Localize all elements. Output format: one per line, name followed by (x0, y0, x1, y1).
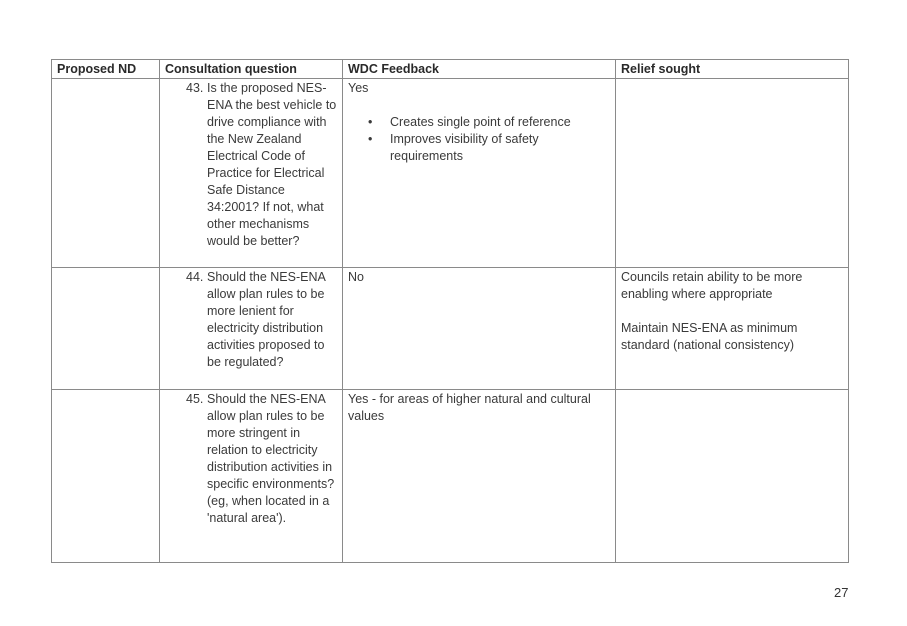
feedback-text: Yes - for areas of higher natural and cu… (348, 392, 591, 423)
proposed-nd-cell (51, 78, 160, 268)
question-cell: 45. Should the NES-ENA allow plan rules … (159, 389, 343, 563)
relief-cell (615, 78, 849, 268)
relief-text: Maintain NES-ENA as minimum standard (na… (621, 321, 798, 352)
relief-text: Councils retain ability to be more enabl… (621, 270, 803, 301)
question-number: 43. (186, 81, 204, 95)
relief-cell (615, 389, 849, 563)
relief-cell: Councils retain ability to be more enabl… (615, 267, 849, 390)
header-proposed-nd: Proposed ND (51, 59, 160, 79)
question-text: Is the proposed NES-ENA the best vehicle… (207, 81, 337, 248)
feedback-cell: Yes - for areas of higher natural and cu… (342, 389, 616, 563)
feedback-text: No (348, 270, 364, 284)
question-text: Should the NES-ENA allow plan rules to b… (207, 392, 335, 525)
question-number: 44. (186, 270, 204, 284)
table-row: 43. Is the proposed NES-ENA the best veh… (51, 78, 849, 268)
consultation-table: Proposed ND Consultation question WDC Fe… (51, 59, 849, 563)
page-number: 27 (834, 585, 849, 600)
paragraph-gap (621, 303, 843, 320)
header-consultation-question: Consultation question (159, 59, 343, 79)
feedback-cell: Yes Creates single point of reference Im… (342, 78, 616, 268)
feedback-text: Yes (348, 81, 369, 95)
proposed-nd-cell (51, 267, 160, 390)
question-number: 45. (186, 392, 204, 406)
question-cell: 43. Is the proposed NES-ENA the best veh… (159, 78, 343, 268)
proposed-nd-cell (51, 389, 160, 563)
table-row: 44. Should the NES-ENA allow plan rules … (51, 267, 849, 390)
question-text: Should the NES-ENA allow plan rules to b… (207, 270, 326, 369)
list-item: Improves visibility of safety requiremen… (368, 131, 610, 165)
header-relief-sought: Relief sought (615, 59, 849, 79)
feedback-bullet-list: Creates single point of reference Improv… (348, 114, 610, 165)
table-row: 45. Should the NES-ENA allow plan rules … (51, 389, 849, 563)
table-header-row: Proposed ND Consultation question WDC Fe… (51, 59, 849, 79)
feedback-cell: No (342, 267, 616, 390)
question-cell: 44. Should the NES-ENA allow plan rules … (159, 267, 343, 390)
header-wdc-feedback: WDC Feedback (342, 59, 616, 79)
list-item: Creates single point of reference (368, 114, 610, 131)
